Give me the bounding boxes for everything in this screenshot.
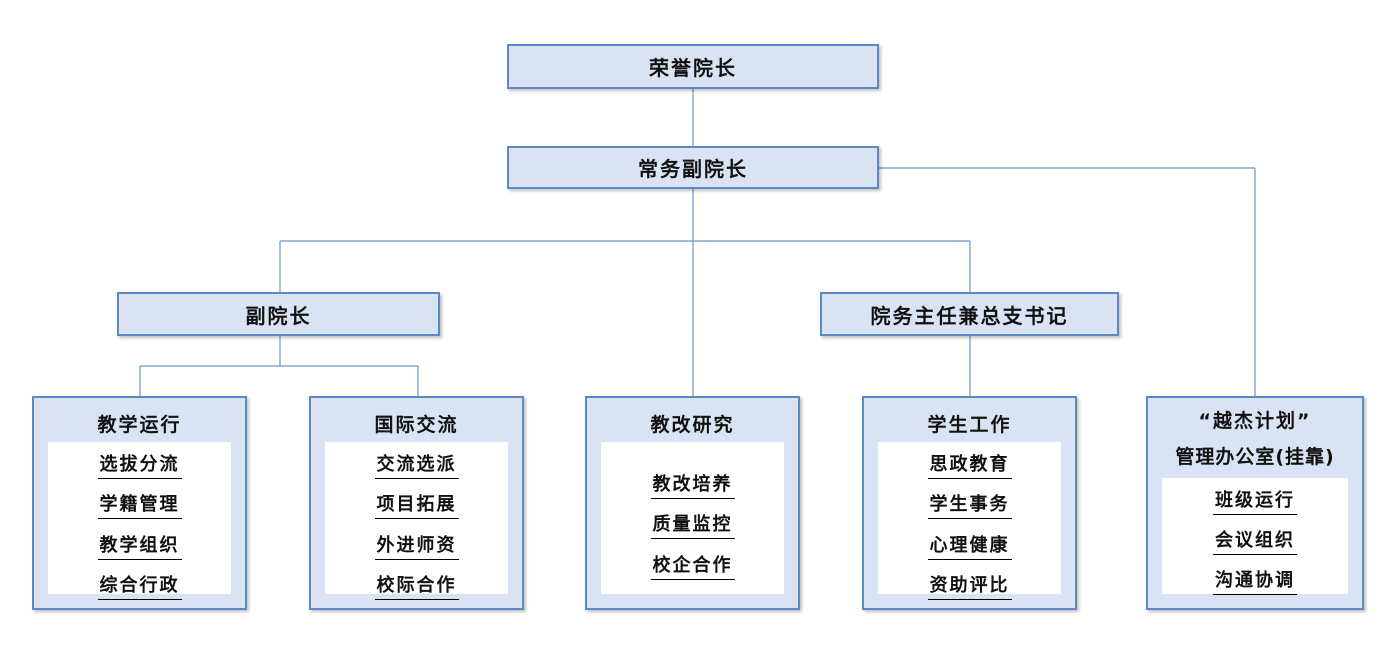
dept-yuejie-program-office: “越杰计划” 管理办公室(挂靠) 班级运行 会议组织 沟通协调	[1146, 396, 1364, 610]
dept-items-panel: 思政教育 学生事务 心理健康 资助评比	[878, 442, 1061, 600]
list-item: 教改培养	[601, 474, 784, 499]
dept-title: 教改研究	[650, 414, 735, 436]
honorary-dean-label: 荣誉院长	[649, 56, 737, 80]
list-item: 心理健康	[878, 535, 1061, 560]
dept-title-line2: 管理办公室(挂靠)	[1175, 446, 1335, 468]
vice-dean-label: 副院长	[245, 303, 312, 328]
list-item: 班级运行	[1162, 490, 1348, 515]
dept-title-line1: “越杰计划”	[1198, 410, 1312, 432]
vice-dean-box: 副院长	[117, 292, 440, 336]
dept-items-panel: 选拔分流 学籍管理 教学组织 综合行政	[48, 442, 231, 600]
dept-international-exchange: 国际交流 交流选派 项目拓展 外进师资 校际合作	[309, 396, 524, 610]
list-item: 项目拓展	[325, 494, 508, 519]
dept-title: 教学运行	[97, 414, 182, 436]
list-item: 交流选派	[325, 454, 508, 479]
list-item: 资助评比	[878, 575, 1061, 600]
dept-title: 学生工作	[927, 414, 1012, 436]
dept-teaching-reform-research: 教改研究 教改培养 质量监控 校企合作	[585, 396, 800, 610]
dept-title: 国际交流	[374, 414, 459, 436]
list-item: 校际合作	[325, 575, 508, 600]
list-item: 思政教育	[878, 454, 1061, 479]
honorary-dean-box: 荣誉院长	[507, 44, 879, 89]
dept-items-panel: 教改培养 质量监控 校企合作	[601, 442, 784, 594]
affairs-director-box: 院务主任兼总支书记	[820, 292, 1119, 336]
list-item: 综合行政	[48, 575, 231, 600]
list-item: 选拔分流	[48, 454, 231, 479]
dept-items-panel: 交流选派 项目拓展 外进师资 校际合作	[325, 442, 508, 600]
affairs-director-label: 院务主任兼总支书记	[870, 303, 1069, 328]
list-item: 沟通协调	[1162, 570, 1348, 595]
dept-student-work: 学生工作 思政教育 学生事务 心理健康 资助评比	[862, 396, 1077, 610]
list-item: 教学组织	[48, 535, 231, 560]
dept-items-panel: 班级运行 会议组织 沟通协调	[1162, 478, 1348, 595]
executive-vice-dean-label: 常务副院长	[638, 157, 748, 181]
list-item: 质量监控	[601, 514, 784, 539]
executive-vice-dean-box: 常务副院长	[507, 146, 879, 189]
list-item: 校企合作	[601, 555, 784, 580]
list-item: 学生事务	[878, 494, 1061, 519]
list-item: 外进师资	[325, 535, 508, 560]
list-item: 会议组织	[1162, 530, 1348, 555]
list-item: 学籍管理	[48, 494, 231, 519]
dept-teaching-operation: 教学运行 选拔分流 学籍管理 教学组织 综合行政	[32, 396, 247, 610]
